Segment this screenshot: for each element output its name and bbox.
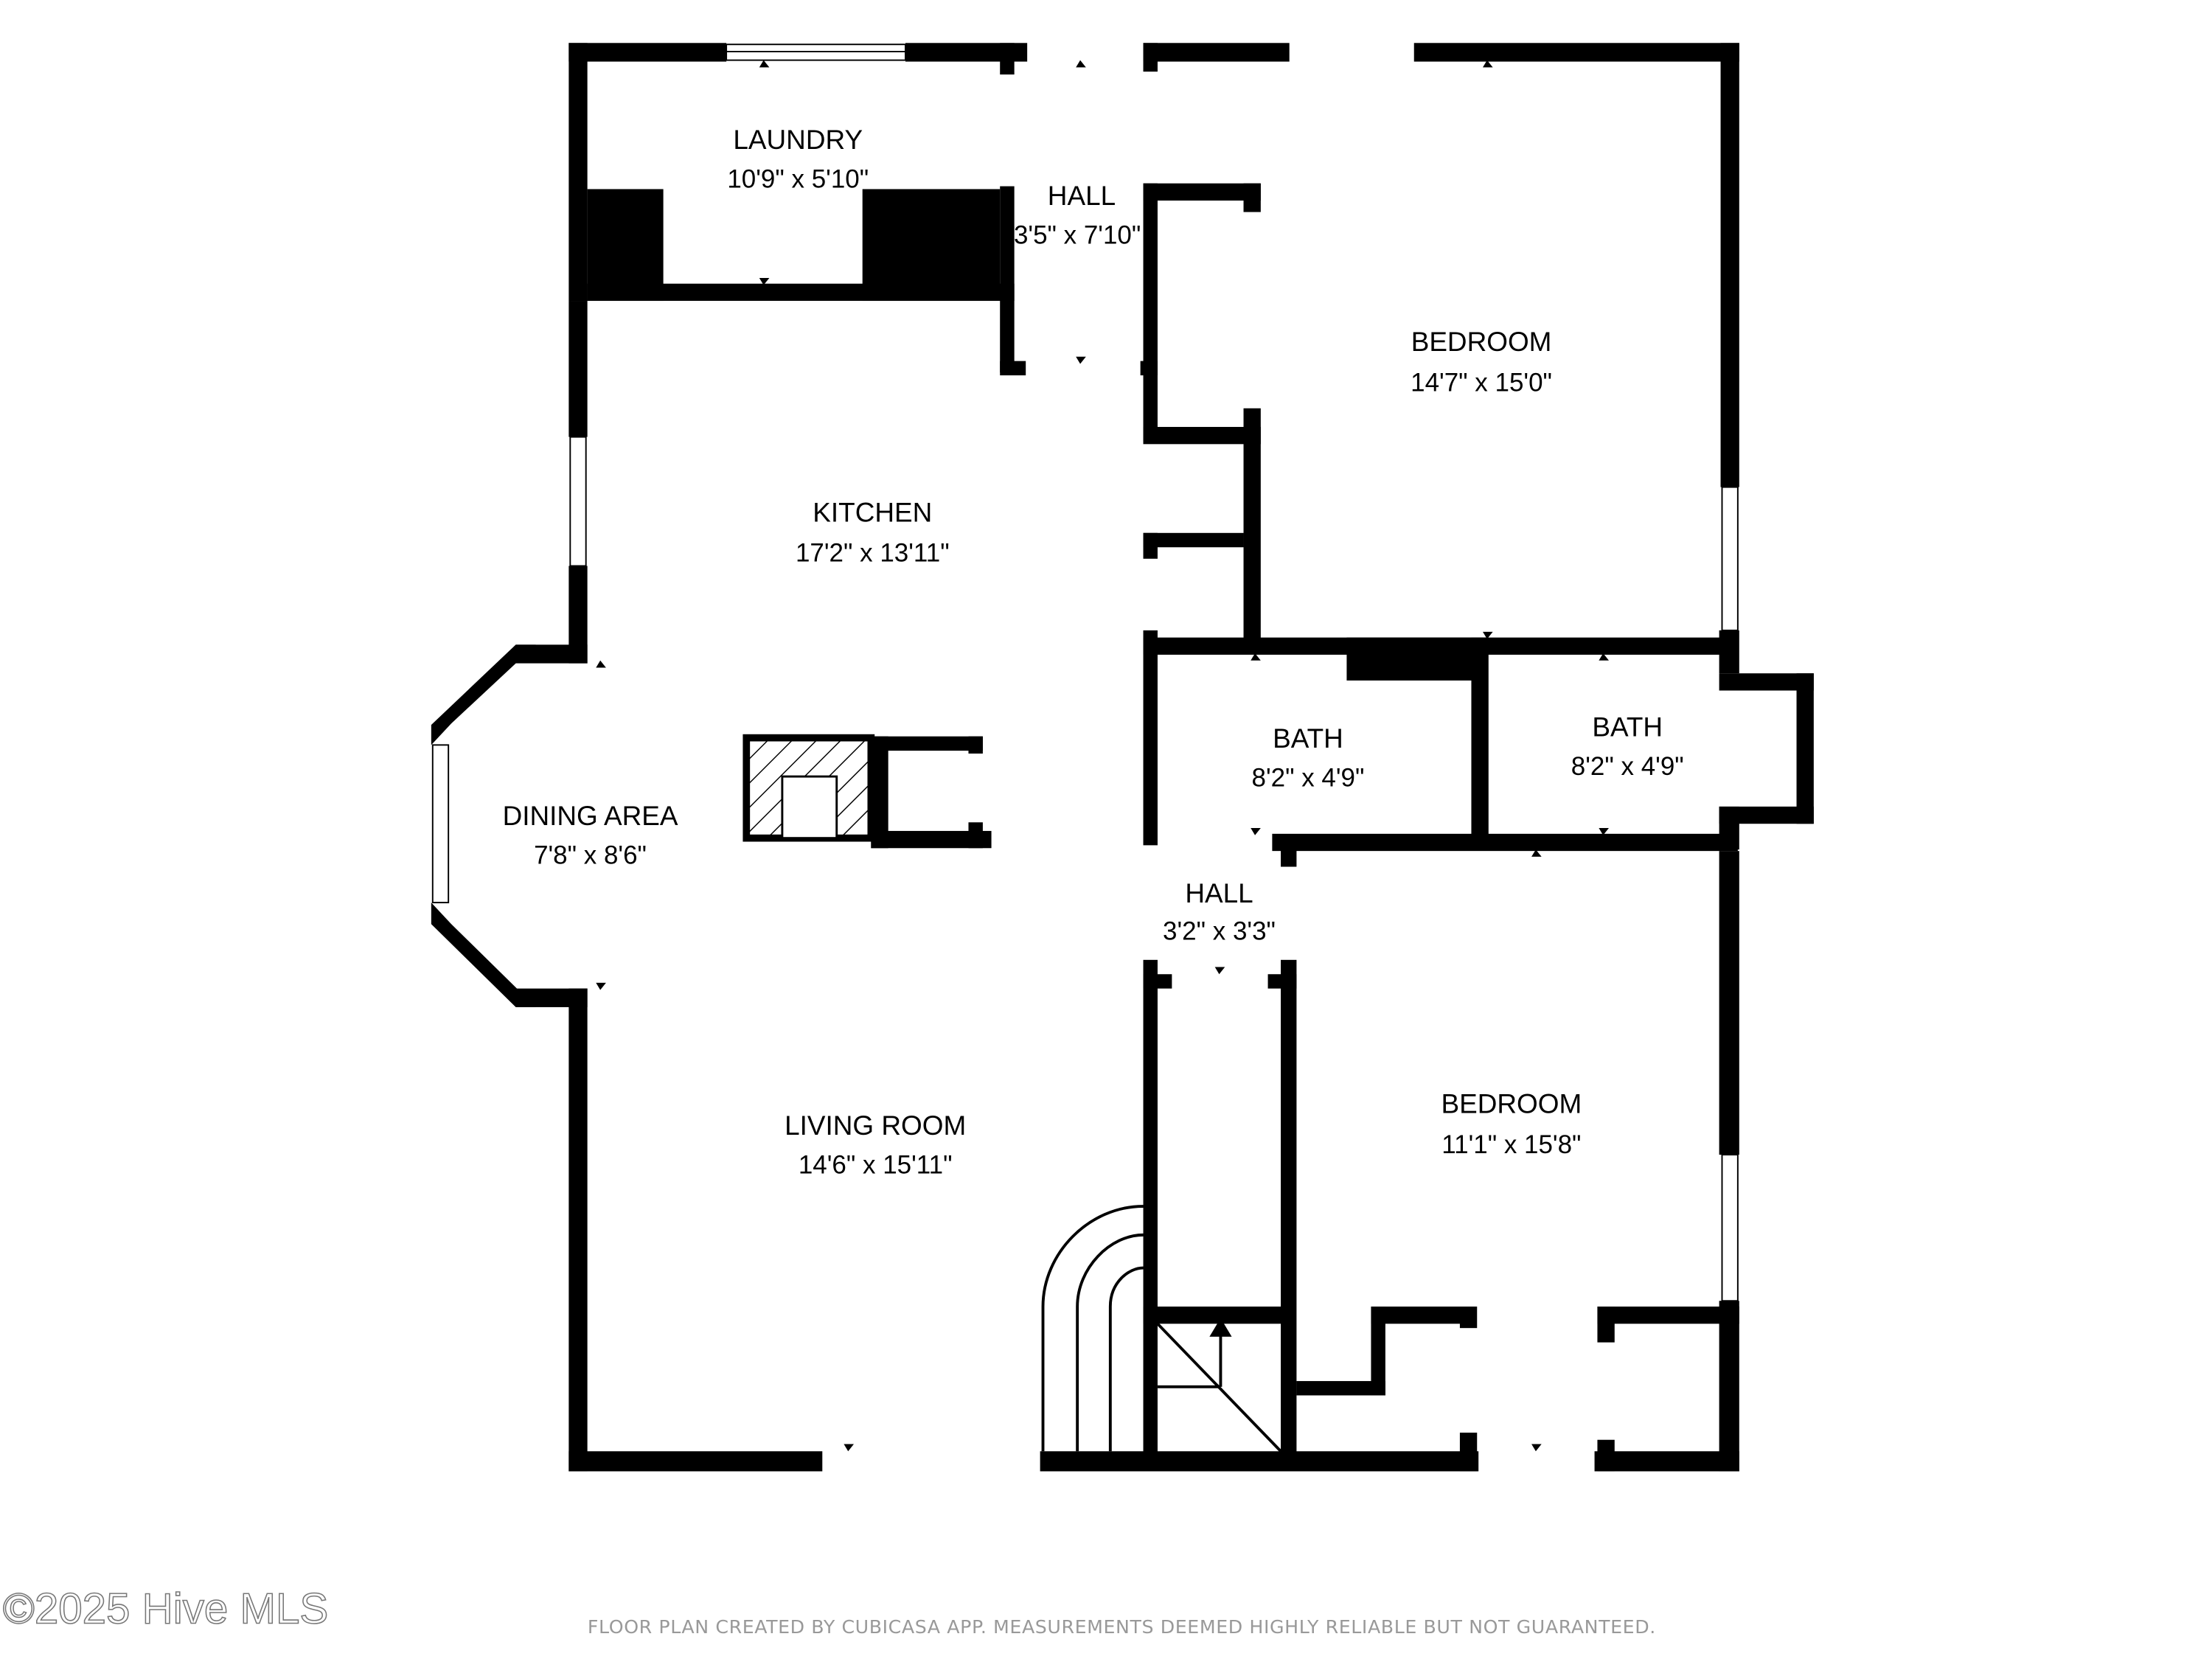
- room-dimensions: 17'2" x 13'11": [796, 539, 950, 568]
- room-kitchen: KITCHEN 17'2" x 13'11": [796, 497, 950, 567]
- room-name: HALL: [1048, 181, 1116, 211]
- room-name: BATH: [1592, 712, 1663, 742]
- room-name: BEDROOM: [1441, 1089, 1582, 1119]
- room-dimensions: 3'5" x 7'10": [1014, 220, 1141, 249]
- room-dimensions: 11'1" x 15'8": [1441, 1130, 1581, 1159]
- staircase: [1041, 1205, 1282, 1453]
- room-name: LAUNDRY: [733, 125, 863, 155]
- room-living-room: LIVING ROOM 14'6" x 15'11": [785, 1110, 966, 1179]
- room-dimensions: 7'8" x 8'6": [534, 841, 647, 870]
- room-dimensions: 8'2" x 4'9": [1252, 764, 1365, 793]
- room-dimensions: 14'6" x 15'11": [799, 1150, 953, 1179]
- room-bath-1: BATH 8'2" x 4'9": [1252, 723, 1365, 792]
- walls: [431, 43, 1814, 1472]
- room-hall-middle: HALL 3'2" x 3'3": [1163, 878, 1276, 946]
- fireplace: [742, 734, 875, 842]
- room-dimensions: 10'9" x 5'10": [727, 165, 869, 194]
- room-name: LIVING ROOM: [785, 1110, 966, 1141]
- room-bedroom-2: BEDROOM 11'1" x 15'8": [1441, 1089, 1582, 1159]
- room-dimensions: 14'7" x 15'0": [1411, 368, 1552, 397]
- room-laundry: LAUNDRY 10'9" x 5'10": [727, 125, 869, 193]
- room-name: BATH: [1273, 723, 1343, 754]
- room-name: KITCHEN: [813, 497, 932, 527]
- watermark: ©2025 Hive MLS: [3, 1585, 328, 1632]
- room-hall-top: HALL 3'5" x 7'10": [1014, 181, 1141, 249]
- disclaimer: FLOOR PLAN CREATED BY CUBICASA APP. MEAS…: [588, 1616, 1656, 1638]
- room-dining-area: DINING AREA 7'8" x 8'6": [503, 801, 678, 869]
- room-bath-2: BATH 8'2" x 4'9": [1571, 712, 1684, 781]
- room-name: HALL: [1185, 878, 1253, 908]
- room-bedroom-1: BEDROOM 14'7" x 15'0": [1411, 327, 1552, 397]
- room-name: BEDROOM: [1411, 327, 1552, 357]
- dimension-markers: [596, 60, 1609, 1452]
- room-dimensions: 8'2" x 4'9": [1571, 752, 1684, 781]
- room-dimensions: 3'2" x 3'3": [1163, 917, 1276, 946]
- room-name: DINING AREA: [503, 801, 678, 831]
- windows: [431, 44, 1739, 1302]
